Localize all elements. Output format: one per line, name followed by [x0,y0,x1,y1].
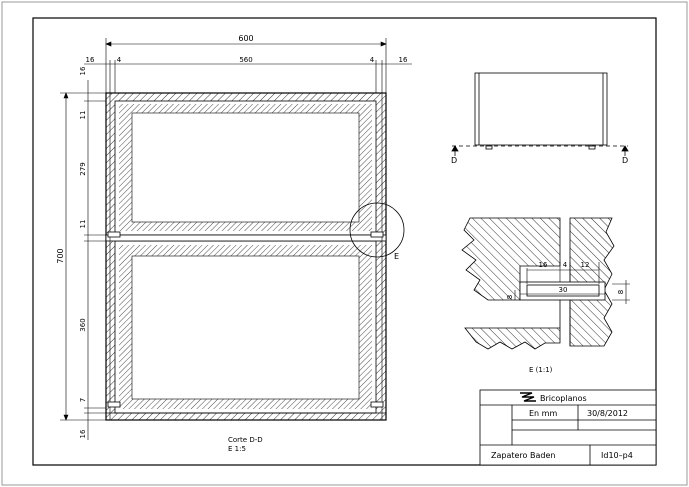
title-company: Bricoplanos [540,394,587,403]
dim-height-4: 11 [79,220,87,229]
title-units: En mm [529,409,557,418]
dim-total-width: 600 [238,34,253,43]
detail-dim-12: 12 [581,261,590,269]
dim-right-outer: 16 [399,56,408,64]
detail-marker-circle [349,202,405,258]
dim-height-3: 279 [79,162,87,175]
title-project: Zapatero Baden [491,451,555,460]
title-date: 30/8/2012 [587,409,628,418]
detail-dim-8-right: 8 [617,290,625,294]
dim-height-5: 360 [79,318,87,331]
cut-label-left: D [451,156,457,165]
title-sheet-id: Id10–p4 [601,451,633,460]
dim-height-1: 16 [79,66,87,75]
detail-view: 16 4 12 30 8 8 E (1:1) [461,217,630,374]
dim-left-inner: 4 [117,56,122,64]
detail-caption: E (1:1) [529,366,553,374]
front-view [451,72,629,156]
dim-height-2: 11 [79,111,87,120]
detail-dim-8-left: 8 [506,295,514,299]
section-caption: Corte D-D [228,436,263,444]
section-view: E 600 16 4 560 4 16 [56,34,412,453]
section-scale: E 1:5 [228,445,246,453]
detail-marker-label: E [394,252,399,261]
shelf [105,234,387,242]
detail-left-lower-strip [464,327,561,350]
cut-label-right: D [622,156,628,165]
detail-dim-30: 30 [559,286,568,294]
top-dimensions [84,38,412,93]
detail-dim-16: 16 [539,261,548,269]
dim-height-6: 7 [79,398,87,402]
dim-middle-width: 560 [239,56,252,64]
dim-right-inner: 4 [370,56,375,64]
dim-left-outer: 16 [86,56,95,64]
title-block [479,389,657,466]
detail-dim-4: 4 [563,261,568,269]
detail-left-upper-block [461,217,561,301]
brand-logo-icon [520,392,536,402]
dim-height-7: 16 [79,429,87,438]
dim-total-height: 700 [56,248,65,263]
left-dimensions [60,80,106,440]
sheet-inner-border [32,17,657,466]
